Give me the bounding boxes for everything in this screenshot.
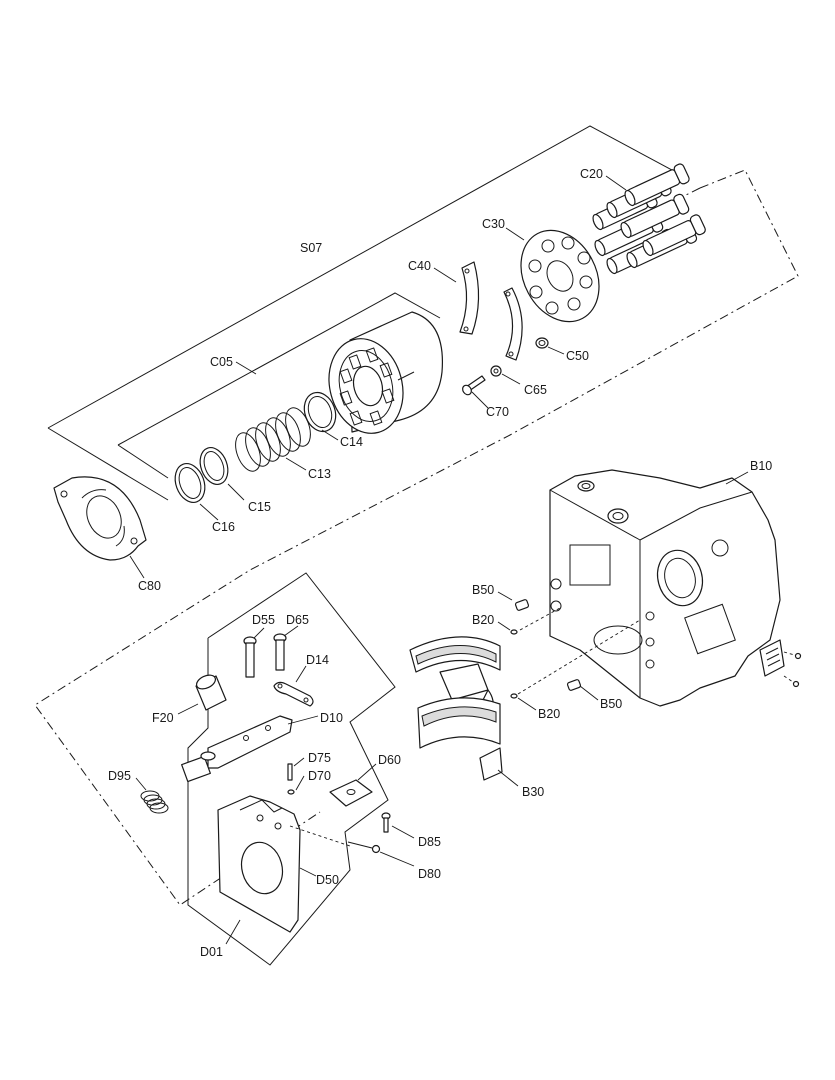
s07-group-outline-left <box>47 427 169 501</box>
label-d14: D14 <box>306 653 329 667</box>
c40-guide-left <box>459 261 480 335</box>
c05-group-outline-left <box>117 444 169 479</box>
label-d70: D70 <box>308 769 331 783</box>
label-c13: C13 <box>308 467 331 481</box>
d70-ring <box>287 789 295 795</box>
d80-pin <box>347 841 381 854</box>
c15-ring <box>199 447 229 485</box>
label-d01: D01 <box>200 945 223 959</box>
c50-plug <box>535 337 549 349</box>
assembly-envelope <box>34 169 799 906</box>
label-c15: C15 <box>248 500 271 514</box>
label-d55: D55 <box>252 613 275 627</box>
c80-valve-plate <box>53 476 147 561</box>
b50-pin-top <box>514 599 530 611</box>
b20-pin-top <box>510 629 518 635</box>
label-b20-bottom: B20 <box>538 707 560 721</box>
label-c20: C20 <box>580 167 603 181</box>
b50-pin-bottom <box>566 679 582 691</box>
b30-bearing-lower <box>417 697 503 781</box>
label-b50-bottom: B50 <box>600 697 622 711</box>
c30-retainer-plate <box>520 229 600 323</box>
c65-washer <box>490 365 502 377</box>
c16-ring <box>174 463 206 503</box>
d65-bolt <box>273 633 287 671</box>
label-c40: C40 <box>408 259 431 273</box>
d01-group-outline <box>187 572 396 966</box>
leader-lines <box>129 175 749 945</box>
label-c16: C16 <box>212 520 235 534</box>
label-d60: D60 <box>378 753 401 767</box>
c70-screw <box>462 375 486 396</box>
label-d80: D80 <box>418 867 441 881</box>
d14-link <box>273 681 314 707</box>
label-b50-top: B50 <box>472 583 494 597</box>
c13-spring <box>235 407 311 472</box>
c05-group-outline <box>117 292 441 446</box>
label-d50: D50 <box>316 873 339 887</box>
label-c05: C05 <box>210 355 233 369</box>
label-d85: D85 <box>418 835 441 849</box>
assembly-envelope-top <box>679 187 701 199</box>
c20-piston-set <box>592 163 706 275</box>
d75-pin <box>287 763 293 781</box>
d50-pin <box>289 825 351 847</box>
label-b20-top: B20 <box>472 613 494 627</box>
label-c70: C70 <box>486 405 509 419</box>
d95-spring <box>140 790 169 814</box>
label-d10: D10 <box>320 711 343 725</box>
d60-block <box>329 779 373 807</box>
b10-pump-housing <box>549 469 802 707</box>
c14-ring <box>303 391 337 433</box>
label-f20: F20 <box>152 711 174 725</box>
label-s07: S07 <box>300 241 322 255</box>
label-c14: C14 <box>340 435 363 449</box>
label-d95: D95 <box>108 769 131 783</box>
d10-lever <box>181 715 293 783</box>
label-d65: D65 <box>286 613 309 627</box>
f20-bushing <box>195 674 227 711</box>
c05-cylinder-block <box>328 311 444 434</box>
label-b30: B30 <box>522 785 544 799</box>
b20-pin-bottom <box>510 693 518 699</box>
label-c50: C50 <box>566 349 589 363</box>
d01-bracket <box>217 795 301 933</box>
label-d75: D75 <box>308 751 331 765</box>
d55-bolt <box>243 636 257 678</box>
label-c65: C65 <box>524 383 547 397</box>
b30-bearing-upper <box>409 636 501 721</box>
c40-guide-right <box>503 287 523 361</box>
d85-screw <box>381 812 391 833</box>
b-alignment-line <box>519 607 561 631</box>
label-b10: B10 <box>750 459 772 473</box>
label-c80: C80 <box>138 579 161 593</box>
label-c30: C30 <box>482 217 505 231</box>
